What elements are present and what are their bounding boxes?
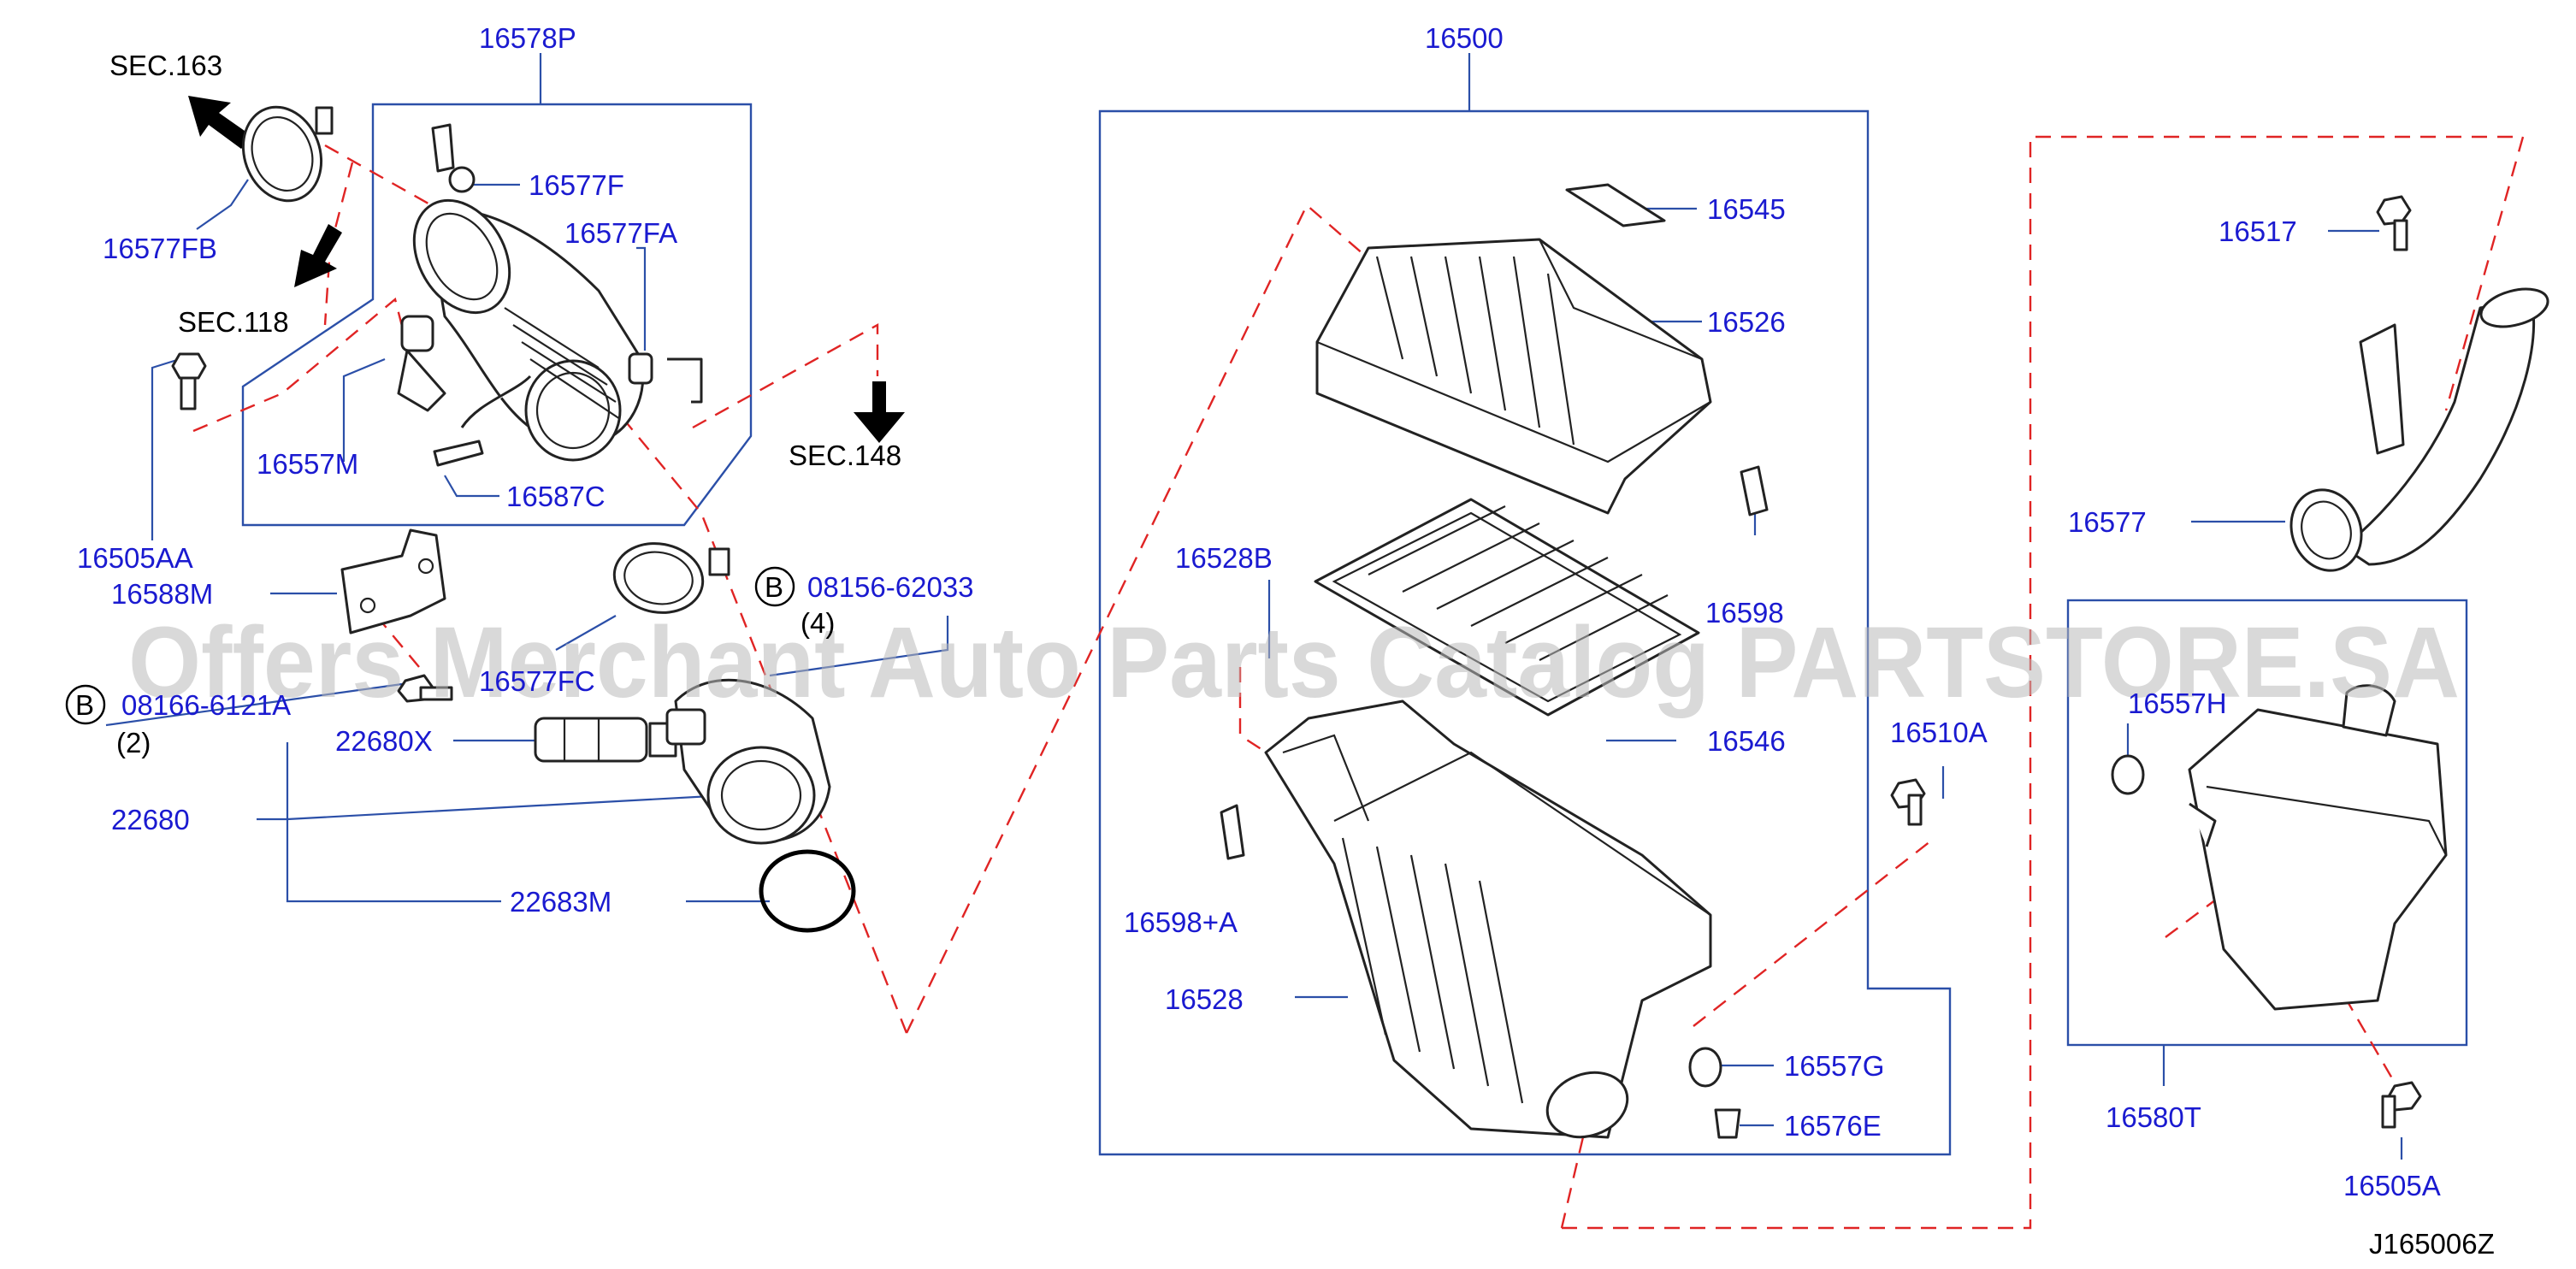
filter-element-16546 xyxy=(1314,498,1700,717)
diagram-code: J165006Z xyxy=(2369,1228,2495,1260)
small-hose-16557M xyxy=(397,315,446,412)
intake-tube-16577 xyxy=(2289,287,2549,572)
label-16510A: 16510A xyxy=(1890,717,1988,748)
bracket-16588M xyxy=(340,528,446,634)
b-callout-letter-1: B xyxy=(765,571,783,603)
label-16587C: 16587C xyxy=(506,481,606,512)
clip-16598 xyxy=(1740,465,1769,516)
label-22680X: 22680X xyxy=(335,725,433,757)
section-ref-148: SEC.148 xyxy=(789,440,901,471)
label-08156-62033: 08156-62033 xyxy=(807,571,974,603)
clamp-16577FB xyxy=(241,105,334,203)
bolt-16510A-icon xyxy=(1890,778,1926,826)
label-16577F: 16577F xyxy=(529,169,624,201)
label-plate-16545 xyxy=(1565,183,1666,227)
label-16528B: 16528B xyxy=(1175,542,1273,574)
bolt-16505A-icon xyxy=(2381,1081,2422,1129)
clip-16577FA xyxy=(628,352,703,404)
label-16557G: 16557G xyxy=(1784,1050,1884,1082)
label-16517: 16517 xyxy=(2219,215,2297,247)
watermark: Offers Merchant Auto Parts Catalog PARTS… xyxy=(128,606,2460,719)
frame-16580T xyxy=(2066,599,2468,1047)
b-callout-letter-2: B xyxy=(75,689,94,721)
frame-16578P xyxy=(241,103,753,527)
label-16598A: 16598+A xyxy=(1124,906,1238,938)
label-16588M: 16588M xyxy=(111,578,213,610)
grommet-16576E xyxy=(1714,1108,1741,1139)
b-callout-circle-1 xyxy=(754,566,795,607)
label-22683M: 22683M xyxy=(510,886,612,918)
arrow-sec118-icon xyxy=(294,224,342,287)
label-16557M: 16557M xyxy=(257,448,358,480)
label-16505AA: 16505AA xyxy=(77,542,193,574)
label-08166-6121A: 08166-6121A xyxy=(121,689,291,721)
frame-16500 xyxy=(1098,109,1952,1156)
label-16577: 16577 xyxy=(2068,506,2147,538)
label-16598: 16598 xyxy=(1705,597,1784,629)
b-callout-circle-2 xyxy=(65,684,106,725)
label-16545: 16545 xyxy=(1707,193,1786,225)
bolt-08166-icon xyxy=(397,674,453,703)
label-16577FA: 16577FA xyxy=(564,217,677,249)
arrow-sec163-icon xyxy=(188,96,253,149)
label-16580T: 16580T xyxy=(2106,1101,2201,1133)
air-cleaner-body-16528 xyxy=(1264,699,1712,1139)
grommet-16557G xyxy=(1688,1047,1722,1088)
label-16557H: 16557H xyxy=(2128,688,2227,719)
label-16500: 16500 xyxy=(1425,22,1504,54)
connector-16577F xyxy=(431,123,476,193)
airflow-meter-22680 xyxy=(665,678,831,845)
label-16505A: 16505A xyxy=(2343,1170,2441,1201)
label-16577FC: 16577FC xyxy=(479,665,595,697)
arrow-sec148-icon xyxy=(854,381,905,443)
qty-08166: (2) xyxy=(116,727,151,758)
leader-lines xyxy=(105,53,2403,1160)
resonator-duct-16578P xyxy=(412,198,645,462)
pipe-16587C xyxy=(433,440,484,467)
label-16577FB: 16577FB xyxy=(103,233,217,264)
section-ref-163: SEC.163 xyxy=(109,50,222,81)
label-16526: 16526 xyxy=(1707,306,1786,338)
sensor-22680X xyxy=(534,717,677,763)
label-16576E: 16576E xyxy=(1784,1110,1882,1142)
o-ring-22683M xyxy=(759,849,856,933)
label-16528: 16528 xyxy=(1165,983,1244,1015)
grommet-16557H xyxy=(2111,754,2145,795)
label-16578P: 16578P xyxy=(479,22,576,54)
qty-08156: (4) xyxy=(801,607,835,639)
label-22680: 22680 xyxy=(111,804,190,835)
bolt-16505AA-icon xyxy=(171,352,207,410)
clip-16598A xyxy=(1220,804,1245,860)
resonator-16580T xyxy=(2188,684,2448,1011)
section-ref-118: SEC.118 xyxy=(178,306,289,338)
clamp-16577FC xyxy=(612,542,730,614)
air-cleaner-cover-16526 xyxy=(1315,238,1712,515)
bolt-16517-icon xyxy=(2376,195,2412,251)
label-16546: 16546 xyxy=(1707,725,1786,757)
